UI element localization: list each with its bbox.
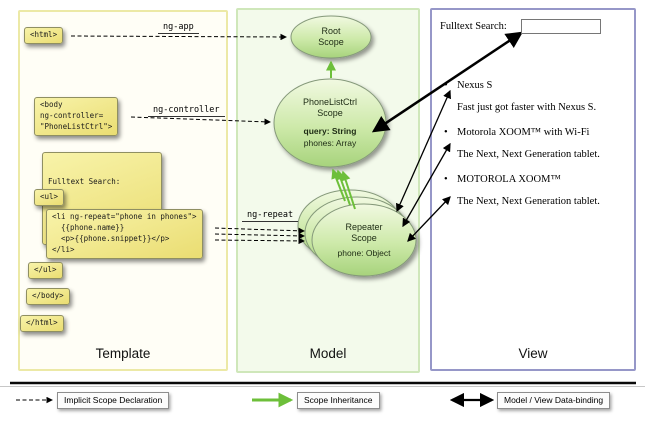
phone-snippet: The Next, Next Generation tablet. — [457, 196, 600, 207]
phone-title-row: • Motorola XOOM™ with Wi-Fi — [444, 127, 630, 138]
view-panel-title: View — [518, 346, 548, 361]
list-item: • Nexus S Fast just got faster with Nexus… — [444, 80, 630, 113]
fulltext-search-input[interactable] — [521, 19, 601, 34]
phone-name: Motorola XOOM™ with Wi-Fi — [457, 127, 590, 138]
ng-repeat-label: ng-repeat — [242, 210, 299, 222]
code-li-ng-repeat: <li ng-repeat="phone in phones"> {{phone… — [46, 209, 203, 259]
phonelistctrl-query-prop: query: String — [303, 126, 357, 136]
bullet-icon: • — [444, 80, 448, 91]
legend-separator-line — [0, 381, 645, 387]
repeater-scope-label: Repeater Scope — [345, 222, 383, 244]
phone-title-row: • MOTOROLA XOOM™ — [444, 174, 630, 185]
fulltext-search-label: Fulltext Search: — [440, 21, 507, 32]
root-scope-label: Root Scope — [318, 26, 344, 48]
phone-snippet: The Next, Next Generation tablet. — [457, 149, 600, 160]
phone-name: MOTOROLA XOOM™ — [457, 174, 561, 185]
list-item: • Motorola XOOM™ with Wi-Fi The Next, Nex… — [444, 127, 630, 160]
code-body-open: <body ng-controller= "PhoneListCtrl"> — [34, 97, 119, 136]
ng-app-label: ng-app — [158, 22, 199, 34]
model-panel — [236, 8, 420, 373]
bullet-icon: • — [444, 174, 448, 185]
phonelistctrl-scope-label: PhoneListCtrl Scope — [302, 97, 358, 119]
list-item: • MOTOROLA XOOM™ The Next, Next Generatio… — [444, 174, 630, 207]
code-html-close: </html> — [20, 315, 64, 332]
code-fulltext-label: Fulltext Search: — [48, 176, 121, 186]
code-html-open: <html> — [24, 27, 64, 44]
phonelistctrl-phones-prop: phones: Array — [303, 138, 357, 148]
code-ul-close: </ul> — [28, 262, 63, 279]
legend-model-view-data-binding: Model / View Data-binding — [497, 392, 611, 409]
phone-snippet: Fast just got faster with Nexus S. — [457, 102, 597, 113]
phone-title-row: • Nexus S — [444, 80, 630, 91]
repeater-phone-prop: phone: Object — [337, 248, 391, 258]
phone-name: Nexus S — [457, 80, 493, 91]
phone-list: • Nexus S Fast just got faster with Nexus… — [444, 80, 630, 221]
template-panel-title: Template — [95, 346, 151, 361]
code-ul-open: <ul> — [34, 189, 65, 206]
ng-controller-label: ng-controller — [148, 105, 225, 117]
legend-implicit-scope-declaration: Implicit Scope Declaration — [57, 392, 170, 409]
code-body-close: </body> — [26, 288, 70, 305]
model-panel-title: Model — [309, 346, 347, 361]
legend-scope-inheritance: Scope Inheritance — [297, 392, 380, 409]
bullet-icon: • — [444, 127, 448, 138]
